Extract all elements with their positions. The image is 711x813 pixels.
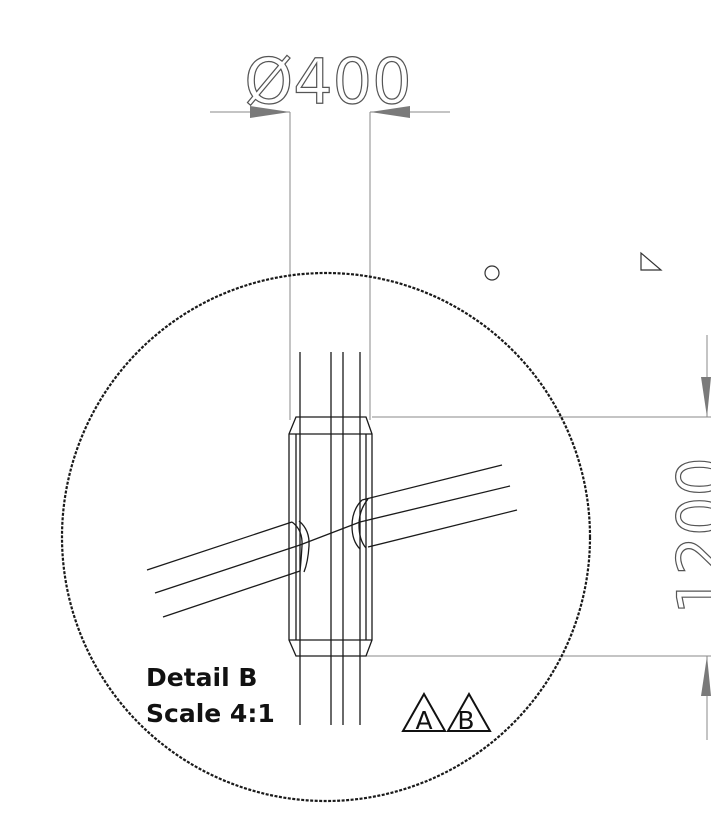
height-arrow-top [701, 377, 711, 417]
datum-label-b: B [457, 706, 474, 735]
diameter-dimension: Ø400 [210, 44, 450, 420]
pin-center-left [154, 544, 301, 594]
detail-title: Detail B [146, 663, 257, 692]
pin-lower-edge-right [367, 509, 518, 548]
pin-intersection-left-inner [298, 520, 310, 573]
datum-triangle-b [446, 691, 492, 732]
pin-center-right [359, 485, 511, 523]
sleeve [288, 416, 373, 657]
pin-upper-edge-left [146, 521, 293, 571]
sleeve-outline [288, 416, 373, 657]
circle-symbol [484, 265, 500, 281]
triangle-symbol [640, 251, 663, 271]
pin-lower-edge-left [162, 570, 301, 618]
pin-intersection-right [351, 499, 363, 550]
shaft [299, 352, 361, 725]
datum-triangle-a [401, 691, 447, 732]
pin-intersection-right-inner [358, 498, 369, 549]
pin-center-through [299, 521, 361, 546]
cross-pin [146, 464, 518, 618]
detail-boundary-circle [60, 271, 592, 803]
datum-label-a: A [415, 706, 432, 735]
diameter-arrow-left [250, 106, 290, 118]
diameter-arrow-right [370, 106, 410, 118]
pin-intersection-left [291, 521, 303, 572]
datum-references: A B [401, 691, 492, 735]
height-dimension: 1200 [360, 335, 711, 740]
height-dimension-label: 1200 [664, 457, 711, 615]
pin-upper-edge-right [361, 464, 503, 501]
detail-scale: Scale 4:1 [146, 699, 275, 728]
diameter-dimension-label: Ø400 [244, 45, 411, 118]
height-arrow-bottom [701, 656, 711, 696]
